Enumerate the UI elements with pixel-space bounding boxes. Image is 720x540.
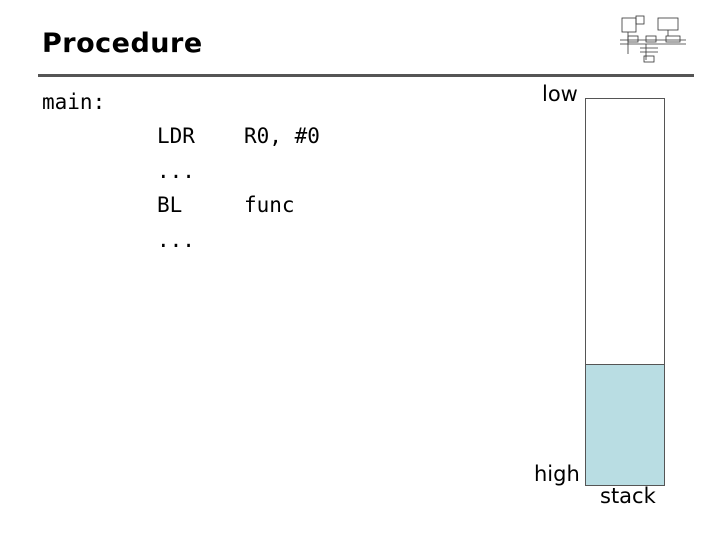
stack-caption: stack (600, 484, 656, 508)
stack-used-region (586, 364, 664, 485)
stack-low-label: low (542, 82, 578, 106)
code-op-1: LDR (157, 124, 195, 148)
code-op-2: ... (157, 159, 195, 183)
stack-high-label: high (534, 462, 580, 486)
stack-diagram (585, 98, 665, 486)
code-args-1: R0, #0 (244, 124, 320, 148)
code-op-4: ... (157, 228, 195, 252)
slide-title: Procedure (42, 28, 203, 59)
architecture-diagram-icon (620, 15, 686, 63)
code-label-main: main: (42, 90, 106, 114)
code-op-3: BL (157, 193, 183, 217)
code-args-3: func (244, 193, 295, 217)
title-divider (38, 74, 694, 77)
